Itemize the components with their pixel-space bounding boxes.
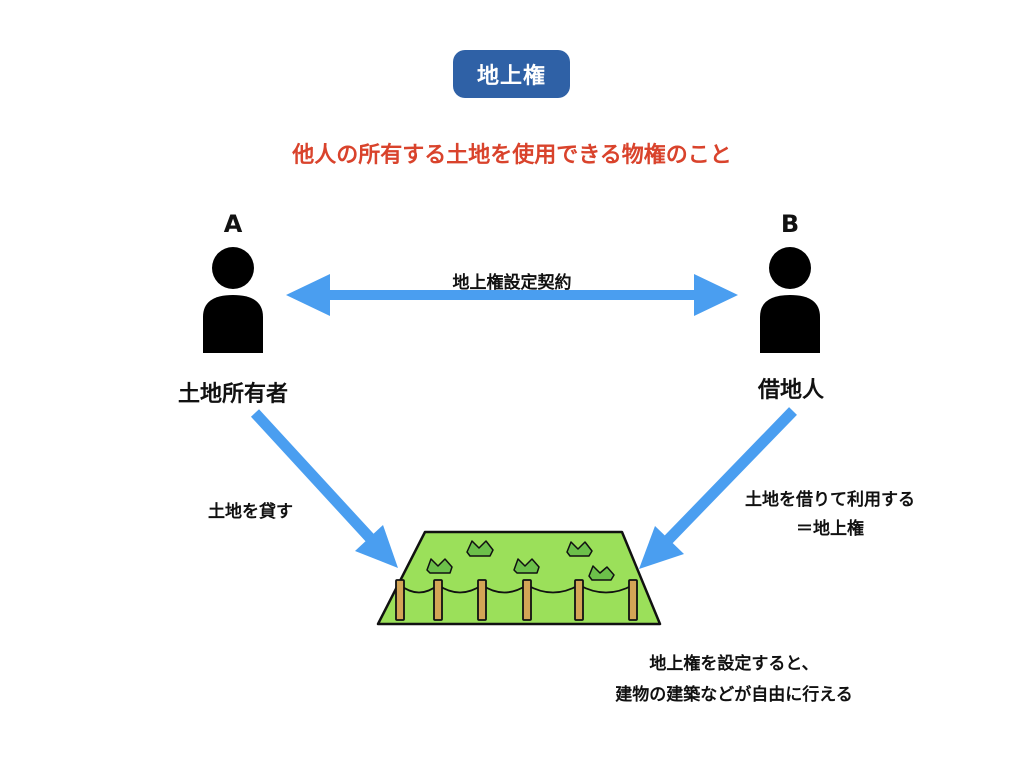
party-a-letter: A bbox=[223, 210, 243, 238]
use-land-label-line2: ＝地上権 bbox=[796, 519, 864, 539]
bottom-note: 地上権を設定すると、 建物の建築などが自由に行える bbox=[584, 649, 884, 705]
bottom-note-line1: 地上権を設定すると、 bbox=[649, 654, 819, 674]
grass-tufts bbox=[426, 540, 615, 581]
person-icon bbox=[760, 247, 820, 353]
land-plot-icon bbox=[376, 530, 662, 626]
use-land-label-line1: 土地を借りて利用する bbox=[745, 490, 915, 510]
party-a-role: 土地所有者 bbox=[177, 382, 288, 407]
person-icon bbox=[203, 247, 263, 353]
contract-double-arrow bbox=[286, 274, 738, 316]
use-land-label: 土地を借りて利用する ＝地上権 bbox=[720, 485, 940, 539]
party-b-role: 借地人 bbox=[757, 378, 824, 403]
definition-subtitle: 他人の所有する土地を使用できる物権のこと bbox=[292, 143, 732, 168]
use-land-arrow bbox=[639, 407, 797, 569]
lend-land-label: 土地を貸す bbox=[208, 502, 293, 522]
party-b-letter: B bbox=[780, 210, 800, 238]
fence-posts bbox=[395, 579, 638, 621]
bottom-note-line2: 建物の建築などが自由に行える bbox=[615, 685, 853, 705]
contract-label: 地上権設定契約 bbox=[452, 273, 572, 293]
lend-land-arrow bbox=[250, 409, 398, 568]
page-title: 地上権 bbox=[453, 50, 570, 98]
